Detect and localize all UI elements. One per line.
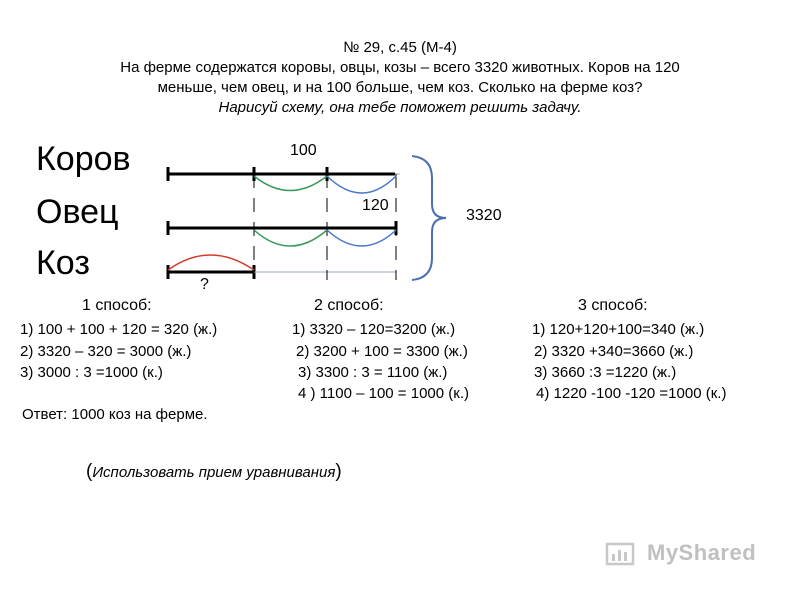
method-2-title: 2 способ: — [314, 297, 384, 314]
method-1-step-3: 3) 3000 : 3 =1000 (к.) — [20, 364, 163, 381]
label-sheep: Овец — [36, 193, 119, 231]
method-3-step-3: 3) 3660 :3 =1220 (ж.) — [534, 364, 677, 381]
task-text-line-1: На ферме содержатся коровы, овцы, козы –… — [120, 59, 680, 76]
label-100: 100 — [290, 142, 317, 159]
method-3-step-1: 1) 120+120+100=340 (ж.) — [532, 321, 705, 338]
method-1-step-2: 2) 3320 – 320 = 3000 (ж.) — [20, 343, 192, 360]
method-3-step-2: 2) 3320 +340=3660 (ж.) — [534, 343, 694, 360]
answer-text: Ответ: 1000 коз на ферме. — [22, 406, 208, 423]
total-brace — [411, 155, 447, 281]
green-arc-cows — [253, 175, 328, 192]
hint-text: Использовать прием уравнивания — [92, 464, 336, 481]
green-arc-sheep — [253, 229, 328, 247]
blue-arc-cows — [326, 175, 397, 194]
method-1-step-1: 1) 100 + 100 + 120 = 320 (ж.) — [20, 321, 218, 338]
presentation-icon — [605, 542, 635, 566]
method-3-step-4: 4) 1220 -100 -120 =1000 (к.) — [536, 385, 727, 402]
hint-open-paren: ( — [86, 461, 93, 482]
method-2-step-1: 1) 3320 – 120=3200 (ж.) — [292, 321, 456, 338]
hint: (Использовать прием уравнивания) — [86, 461, 342, 483]
method-1-title: 1 способ: — [82, 297, 152, 314]
task-instruction: Нарисуй схему, она тебе поможет решить з… — [218, 99, 582, 116]
task-number: № 29, с.45 (М-4) — [343, 39, 457, 56]
method-3-title: 3 способ: — [578, 297, 648, 314]
label-unknown: ? — [200, 276, 209, 293]
label-120: 120 — [362, 197, 389, 214]
hint-close-paren: ) — [335, 461, 342, 482]
watermark-text: MyShared — [647, 540, 757, 565]
method-2-step-4: 4 ) 1100 – 100 = 1000 (к.) — [298, 385, 469, 402]
dashed-guides — [253, 174, 397, 280]
label-total-3320: 3320 — [466, 207, 502, 224]
label-goats: Коз — [36, 244, 90, 282]
red-arc-goats — [167, 254, 255, 271]
task-text-line-2: меньше, чем овец, и на 100 больше, чем к… — [157, 79, 643, 96]
method-2-step-3: 3) 3300 : 3 = 1100 (ж.) — [298, 364, 448, 381]
blue-arc-sheep — [326, 229, 397, 247]
cows-segment — [166, 167, 400, 181]
sheep-segment — [166, 221, 398, 235]
label-cows: Коров — [36, 140, 131, 178]
method-2-step-2: 2) 3200 + 100 = 3300 (ж.) — [296, 343, 468, 360]
